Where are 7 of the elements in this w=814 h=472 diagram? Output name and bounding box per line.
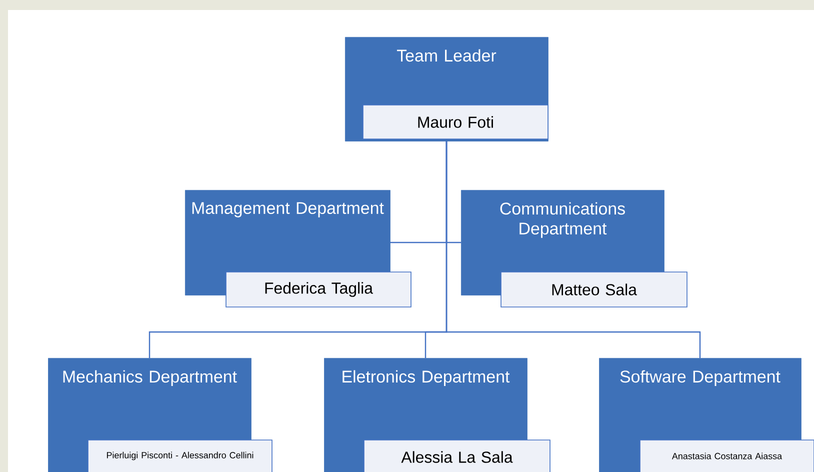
- name-box: Pierluigi Pisconti - Alessandro Cellini: [88, 440, 272, 472]
- name-box: Alessia La Sala: [364, 440, 550, 472]
- name-box: Mauro Foti: [362, 104, 548, 140]
- connector-line: [446, 141, 701, 358]
- name-box: Federica Taglia: [226, 272, 412, 308]
- name-box: Anastasia Costanza Aiassa: [640, 440, 814, 472]
- name-box: Matteo Sala: [500, 272, 688, 308]
